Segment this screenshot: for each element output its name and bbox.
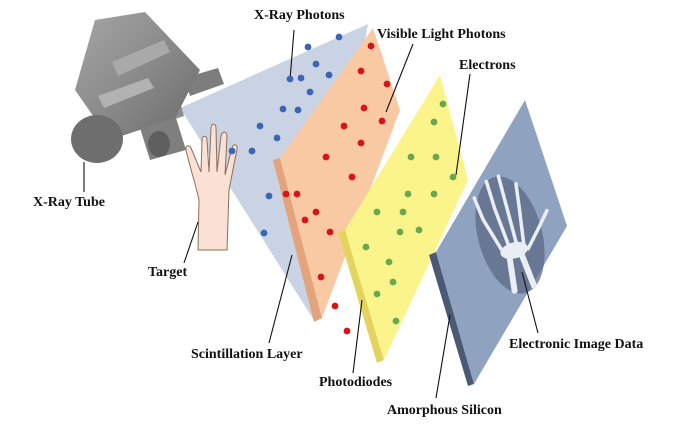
leader-electrons — [455, 73, 471, 176]
electron-dot — [430, 118, 438, 126]
label-xray-tube: X-Ray Tube — [33, 195, 105, 210]
leader-target — [183, 221, 199, 264]
visible-light-photon-dots — [282, 42, 391, 335]
visible-light-photon-dot — [293, 190, 301, 198]
label-target: Target — [148, 265, 187, 280]
electron-dot — [385, 258, 393, 266]
xray-photon-dot — [279, 105, 287, 113]
xray-photon-dot — [335, 33, 343, 41]
xray-photon-dot — [312, 60, 320, 68]
label-amorphous-silicon: Amorphous Silicon — [387, 403, 502, 418]
xray-tube — [71, 12, 224, 163]
visible-light-photon-dot — [348, 173, 356, 181]
visible-light-photon-dot — [340, 122, 348, 130]
electron-dot — [430, 190, 438, 198]
electron-dot — [373, 290, 381, 298]
visible-light-photon-dot — [326, 228, 334, 236]
electron-dot — [373, 208, 381, 216]
electron-dot — [432, 153, 440, 161]
leader-photodiodes — [352, 299, 363, 374]
xray-photon-dot — [297, 74, 305, 82]
visible-light-photon-dot — [312, 208, 320, 216]
xray-photon-dot — [228, 147, 236, 155]
xray-photon-dot — [325, 71, 333, 79]
leader-visible-light-photons — [385, 43, 414, 113]
xray-photon-dot — [273, 134, 281, 142]
scintillation-layer — [273, 28, 400, 322]
label-xray-photons: X-Ray Photons — [254, 8, 345, 23]
xray-photon-dot — [265, 192, 273, 200]
leader-electronic-image-data — [521, 271, 539, 334]
visible-light-photon-dot — [343, 327, 351, 335]
electron-dot — [389, 278, 397, 286]
visible-light-photon-dot — [383, 80, 391, 88]
label-scintillation-layer: Scintillation Layer — [191, 347, 303, 362]
visible-light-photon-dot — [282, 190, 290, 198]
visible-light-photon-dot — [378, 117, 386, 125]
visible-light-photon-dot — [301, 216, 309, 224]
xray-photon-dot — [286, 75, 294, 83]
xray-hand-image — [472, 174, 549, 294]
xray-photon-dot — [256, 122, 264, 130]
leader-scintillation-layer — [268, 254, 293, 344]
electron-dot — [404, 190, 412, 198]
xray-photon-dot — [260, 229, 268, 237]
visible-light-photon-dot — [367, 42, 375, 50]
xray-photon-dot — [306, 88, 314, 96]
electron-dot — [362, 243, 370, 251]
electron-dot — [407, 153, 415, 161]
electron-dot — [392, 317, 400, 325]
xray-photon-dots — [228, 33, 343, 237]
visible-light-photon-dot — [317, 273, 325, 281]
xray-photon-dot — [294, 106, 302, 114]
visible-light-photon-dot — [360, 104, 368, 112]
leader-lines — [83, 29, 539, 399]
leader-xray-photons — [289, 29, 295, 81]
electron-dot — [415, 226, 423, 234]
xray-photon-dot — [248, 147, 256, 155]
electron-dots — [362, 100, 457, 325]
electron-dot — [439, 100, 447, 108]
xray-photon-dot — [304, 43, 312, 51]
label-electronic-image-data: Electronic Image Data — [509, 337, 643, 352]
visible-light-photon-dot — [331, 302, 339, 310]
visible-light-photon-dot — [357, 67, 365, 75]
electron-dot — [399, 208, 407, 216]
label-photodiodes: Photodiodes — [319, 375, 393, 390]
visible-light-photon-dot — [357, 139, 365, 147]
photodiodes-layer — [338, 75, 468, 363]
electron-dot — [396, 228, 404, 236]
label-electrons: Electrons — [459, 58, 516, 73]
visible-light-photon-dot — [322, 153, 330, 161]
label-visible-light-photons: Visible Light Photons — [377, 27, 506, 42]
leader-amorphous-silicon — [435, 314, 451, 399]
electron-dot — [449, 173, 457, 181]
